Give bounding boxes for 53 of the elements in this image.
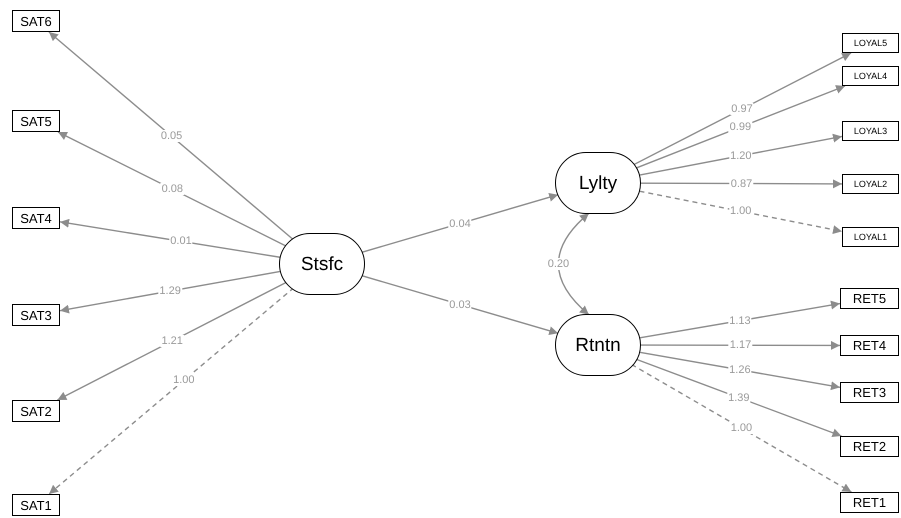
arrow <box>362 192 558 253</box>
edge-label: 0.08 <box>160 183 184 196</box>
edge-label: 1.21 <box>160 334 184 347</box>
arrow <box>639 190 842 234</box>
edge-label: 1.00 <box>729 205 752 218</box>
arrow <box>58 131 287 247</box>
arrow <box>641 179 842 188</box>
indicator-box: RET4 <box>840 335 899 356</box>
arrow <box>60 218 280 258</box>
arrow <box>640 352 840 390</box>
edge-label: 1.20 <box>729 150 752 162</box>
edge-label: 0.20 <box>546 258 570 270</box>
edge-label: 0.04 <box>448 218 472 230</box>
indicator-box: LOYAL5 <box>842 33 899 53</box>
indicator-box: SAT6 <box>12 10 60 32</box>
arrow <box>362 275 558 336</box>
edge-label: 0.05 <box>160 130 184 142</box>
arrow <box>558 212 590 316</box>
edge-label: 1.13 <box>728 314 752 327</box>
edge-label: 0.99 <box>728 121 752 134</box>
arrow <box>636 85 846 169</box>
indicator-box: SAT2 <box>12 400 60 422</box>
edge-label: 0.03 <box>448 298 472 310</box>
edge-label: 1.00 <box>172 374 196 386</box>
arrow <box>640 300 840 339</box>
edge-label: 0.01 <box>169 235 193 248</box>
indicator-box: LOYAL3 <box>842 121 899 141</box>
indicator-box: SAT3 <box>12 304 60 326</box>
arrow <box>48 31 295 241</box>
arrow <box>60 270 280 314</box>
arrow <box>639 134 842 176</box>
indicator-box: LOYAL2 <box>842 174 899 194</box>
arrow <box>631 364 852 493</box>
edge-label: 0.87 <box>730 178 754 190</box>
indicator-box: RET1 <box>840 492 899 513</box>
arrow <box>57 281 288 401</box>
indicator-box: LOYAL1 <box>842 227 899 247</box>
indicator-box: RET5 <box>840 288 899 309</box>
indicator-box: LOYAL4 <box>842 66 899 86</box>
indicator-box: SAT5 <box>12 110 60 132</box>
edge-label: 0.97 <box>730 103 754 115</box>
indicator-box: RET3 <box>840 382 899 403</box>
edge-label: 1.00 <box>730 422 754 434</box>
edge-label: 1.26 <box>728 364 752 376</box>
indicator-box: RET2 <box>840 436 899 457</box>
arrow <box>632 52 852 166</box>
arrow <box>641 340 840 350</box>
edge-label: 1.39 <box>727 392 750 404</box>
indicator-box: SAT1 <box>12 494 60 516</box>
edge-label: 1.29 <box>158 285 182 298</box>
arrow <box>636 358 842 438</box>
indicator-box: SAT4 <box>12 207 60 229</box>
arrow <box>48 287 294 495</box>
